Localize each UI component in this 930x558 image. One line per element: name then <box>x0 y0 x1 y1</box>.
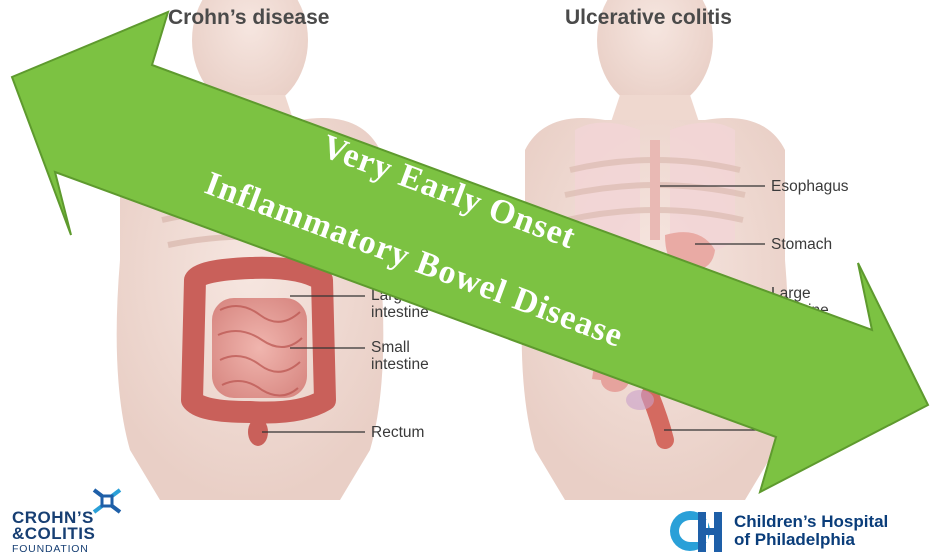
label-small-intestine-line2: intestine <box>371 356 429 373</box>
cf-logo-line3: FOUNDATION <box>12 543 89 555</box>
cf-star-icon <box>90 486 124 516</box>
label-large-intestine-right: Large intestine <box>771 285 829 319</box>
label-rectum-left: Rectum <box>371 424 424 441</box>
label-rectum-right: Rectum <box>771 422 824 439</box>
childrens-hospital-philadelphia-logo: Children’s Hospital of Philadelphia <box>668 506 930 558</box>
cf-logo-line2: &COLITIS <box>12 524 95 544</box>
label-rectum-left-text: Rectum <box>371 424 424 441</box>
crohns-disease-title: Crohn’s disease <box>168 6 329 30</box>
label-esophagus-text: Esophagus <box>771 178 849 195</box>
ulcerative-colitis-title: Ulcerative colitis <box>565 6 732 30</box>
label-large-intestine-right-line2: intestine <box>771 302 829 319</box>
chop-logo-line2: of Philadelphia <box>734 530 855 550</box>
label-large-intestine-left-line1: Large <box>371 287 429 304</box>
label-small-intestine: Small intestine <box>371 339 429 373</box>
crohns-colitis-foundation-logo: CROHN’S &COLITIS FOUNDATION <box>12 486 142 556</box>
label-esophagus: Esophagus <box>771 178 849 195</box>
label-large-intestine-right-line1: Large <box>771 285 829 302</box>
label-large-intestine-left: Large intestine <box>371 287 429 321</box>
chop-ch-icon <box>668 506 728 556</box>
label-stomach: Stomach <box>771 236 832 253</box>
label-stomach-text: Stomach <box>771 236 832 253</box>
label-large-intestine-left-line2: intestine <box>371 304 429 321</box>
chop-logo-line1: Children’s Hospital <box>734 512 888 532</box>
label-rectum-right-text: Rectum <box>771 422 824 439</box>
label-small-intestine-line1: Small <box>371 339 429 356</box>
